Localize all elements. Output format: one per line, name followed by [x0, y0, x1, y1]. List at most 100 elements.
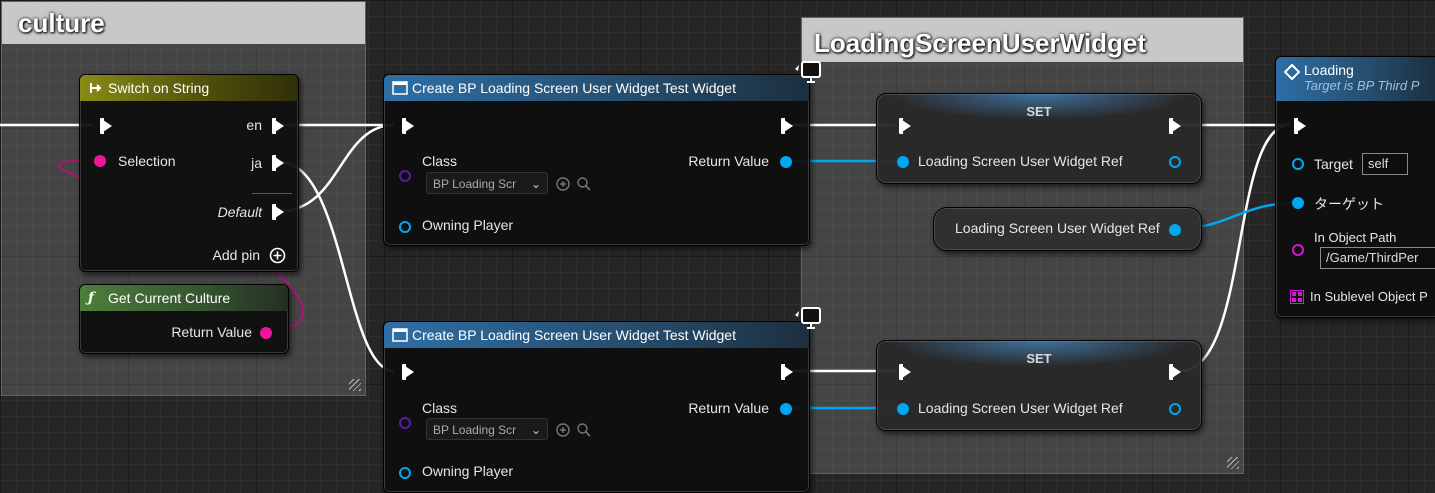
switch-selection-label: Selection	[118, 153, 176, 169]
use-selected-icon[interactable]	[555, 176, 571, 192]
switch-icon	[90, 83, 102, 93]
create-widget-1-title: Create BP Loading Screen User Widget Tes…	[412, 80, 736, 96]
create-widget-1-class-value: BP Loading Scr	[433, 177, 517, 191]
create-widget-1-owning-pin[interactable]	[399, 221, 411, 233]
set-node-1-value-pin[interactable]	[897, 156, 909, 168]
loading-target2-label: ターゲット	[1314, 196, 1384, 212]
set-node-1-exec-in[interactable]	[899, 118, 911, 134]
loading-sublevel-label: In Sublevel Object P	[1310, 289, 1428, 304]
culture-node-title: Get Current Culture	[108, 290, 231, 306]
loading-node-subtitle: Target is BP Third P	[1304, 78, 1420, 93]
comment-culture-title: culture	[2, 2, 365, 44]
create-widget-2-return-pin[interactable]	[780, 403, 792, 415]
create-widget-1-return-pin[interactable]	[780, 156, 792, 168]
loading-exec-in[interactable]	[1294, 118, 1306, 134]
get-current-culture-node[interactable]: ƒ Get Current Culture Return Value	[79, 284, 289, 354]
create-widget-1-owning-label: Owning Player	[422, 217, 514, 233]
create-widget-2-exec-out[interactable]	[781, 364, 793, 380]
switch-output-ja-label: ja	[251, 155, 262, 171]
comment-culture-resize-grip[interactable]	[349, 379, 361, 391]
function-icon: ƒ	[88, 290, 95, 306]
switch-exec-en-pin[interactable]	[272, 118, 284, 134]
set-node-2-var-label: Loading Screen User Widget Ref	[918, 400, 1123, 416]
loading-target-label: Target	[1314, 156, 1353, 172]
set-node-1-glow	[887, 94, 1191, 120]
exec-wire-set2-loading	[1179, 123, 1291, 373]
set-node-2-exec-in[interactable]	[899, 364, 911, 380]
create-widget-1-exec-out[interactable]	[781, 118, 793, 134]
create-widget-2-header[interactable]: Create BP Loading Screen User Widget Tes…	[384, 322, 809, 348]
loading-object-path-label: In Object Path	[1314, 230, 1397, 245]
variable-get-label: Loading Screen User Widget Ref	[955, 220, 1160, 236]
chevron-down-icon: ⌄	[530, 177, 541, 191]
create-widget-2-owning-pin[interactable]	[399, 467, 411, 479]
switch-exec-ja-pin[interactable]	[272, 155, 284, 171]
set-node-1-var-label: Loading Screen User Widget Ref	[918, 153, 1123, 169]
diamond-icon	[1284, 64, 1300, 80]
create-widget-1-return-label: Return Value	[688, 153, 769, 169]
set-node-1-exec-out[interactable]	[1169, 118, 1181, 134]
set-variable-node-2[interactable]: SET Loading Screen User Widget Ref	[876, 340, 1202, 431]
set-node-2-glow	[887, 341, 1191, 367]
latent-widget-icon	[793, 61, 823, 87]
create-widget-2-return-label: Return Value	[688, 400, 769, 416]
create-widget-2-class-combo[interactable]: BP Loading Scr ⌄	[426, 418, 548, 440]
switch-selection-pin[interactable]	[94, 155, 106, 167]
create-widget-2-class-value: BP Loading Scr	[433, 423, 517, 437]
switch-node-header[interactable]: Switch on String	[80, 75, 298, 101]
comment-loading-screen-resize-grip[interactable]	[1227, 457, 1239, 469]
latent-widget-icon	[793, 307, 823, 333]
switch-on-string-node[interactable]: Switch on String en Selection ja Default…	[79, 74, 299, 272]
switch-exec-default-pin[interactable]	[272, 204, 284, 220]
culture-node-header[interactable]: ƒ Get Current Culture	[80, 285, 288, 311]
switch-output-en-label: en	[246, 117, 262, 133]
widget-icon	[392, 328, 408, 342]
switch-default-label: Default	[217, 204, 262, 220]
loading-node-header[interactable]: Loading Target is BP Third P	[1276, 57, 1435, 101]
create-widget-2-class-pin[interactable]	[399, 417, 411, 429]
use-selected-icon[interactable]	[555, 422, 571, 438]
loading-target-pin[interactable]	[1292, 158, 1304, 170]
loading-object-path-value[interactable]: /Game/ThirdPer	[1320, 247, 1435, 269]
create-widget-1-class-label: Class	[422, 153, 458, 169]
browse-search-icon[interactable]	[576, 422, 592, 438]
loading-function-node[interactable]: Loading Target is BP Third P Target self…	[1275, 56, 1435, 318]
comment-loading-screen-title: LoadingScreenUserWidget	[802, 18, 1243, 62]
widget-icon	[392, 81, 408, 95]
culture-return-label: Return Value	[171, 324, 252, 340]
loading-target2-pin[interactable]	[1292, 197, 1304, 209]
create-widget-node-2[interactable]: Create BP Loading Screen User Widget Tes…	[383, 321, 810, 493]
culture-return-pin[interactable]	[260, 327, 272, 339]
create-widget-2-owning-label: Owning Player	[422, 463, 514, 479]
chevron-down-icon: ⌄	[530, 423, 541, 437]
create-widget-1-exec-in[interactable]	[402, 118, 414, 134]
variable-get-output-pin[interactable]	[1169, 224, 1181, 236]
switch-node-title: Switch on String	[108, 80, 210, 96]
add-pin-icon[interactable]	[269, 247, 286, 264]
create-widget-1-header[interactable]: Create BP Loading Screen User Widget Tes…	[384, 75, 809, 101]
set-node-2-value-pin[interactable]	[897, 403, 909, 415]
set-node-2-output-pin[interactable]	[1169, 403, 1181, 415]
loading-object-path-pin[interactable]	[1292, 244, 1304, 256]
sublevel-array-icon[interactable]	[1290, 290, 1304, 304]
set-node-1-output-pin[interactable]	[1169, 156, 1181, 168]
create-widget-node-1[interactable]: Create BP Loading Screen User Widget Tes…	[383, 74, 810, 246]
create-widget-2-class-label: Class	[422, 400, 458, 416]
create-widget-1-class-combo[interactable]: BP Loading Scr ⌄	[426, 172, 548, 194]
switch-add-pin-label: Add pin	[212, 247, 260, 263]
create-widget-1-class-pin[interactable]	[399, 170, 411, 182]
switch-divider	[252, 193, 292, 194]
loading-target-value[interactable]: self	[1362, 153, 1408, 175]
set-node-1-title: SET	[1026, 104, 1052, 119]
create-widget-2-title: Create BP Loading Screen User Widget Tes…	[412, 327, 736, 343]
switch-exec-in-pin[interactable]	[100, 118, 112, 134]
variable-get-node[interactable]: Loading Screen User Widget Ref	[933, 207, 1202, 251]
loading-node-title: Loading	[1304, 62, 1354, 78]
exec-wire-ja	[279, 160, 395, 373]
create-widget-2-exec-in[interactable]	[402, 364, 414, 380]
set-variable-node-1[interactable]: SET Loading Screen User Widget Ref	[876, 93, 1202, 184]
browse-search-icon[interactable]	[576, 176, 592, 192]
set-node-2-title: SET	[1026, 351, 1052, 366]
exec-wire-default	[279, 123, 395, 213]
set-node-2-exec-out[interactable]	[1169, 364, 1181, 380]
